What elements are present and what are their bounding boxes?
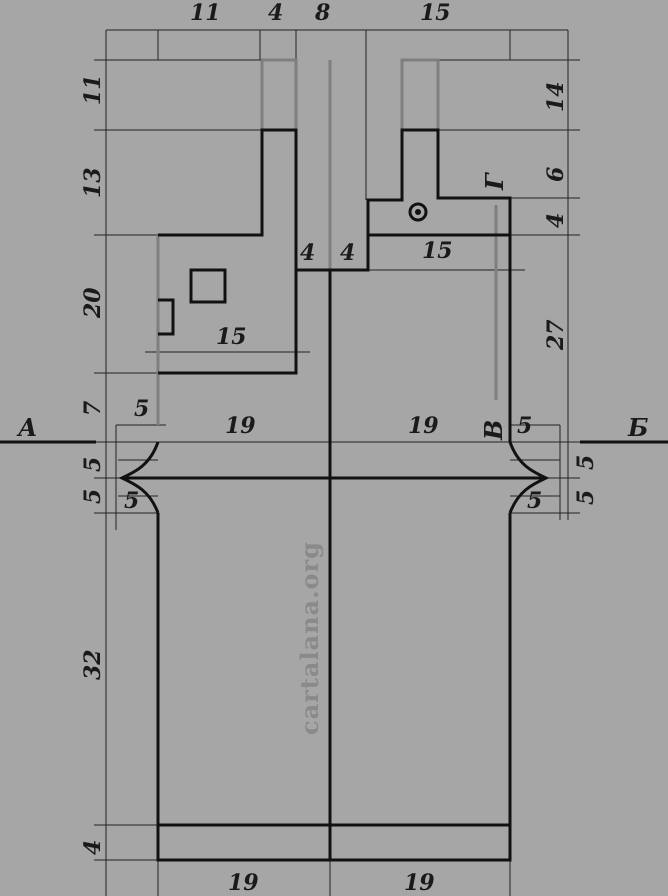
right-dim-6: 6: [543, 167, 569, 182]
label-g: Г: [480, 172, 509, 191]
left-dim-13: 13: [80, 167, 106, 198]
left-dim-11: 11: [80, 74, 106, 105]
right-dim-5a: 5: [573, 455, 599, 470]
button-icon: [408, 202, 428, 222]
top-dim-15: 15: [420, 0, 451, 26]
inner-dim-5-left-top: 5: [134, 396, 149, 422]
inner-dim-19-left: 19: [225, 413, 256, 439]
inner-dim-15-left: 15: [216, 324, 247, 350]
left-dim-7: 7: [80, 400, 106, 416]
label-v: В: [479, 420, 508, 441]
right-dim-14: 14: [543, 81, 569, 112]
label-a: А: [16, 413, 38, 442]
bottom-dim-19-right: 19: [404, 870, 435, 896]
left-dim-4: 4: [80, 840, 106, 855]
right-dim-5b: 5: [573, 490, 599, 505]
inner-dim-5-left-bottom: 5: [124, 488, 139, 514]
grey-marks: [156, 58, 498, 425]
top-dim-11: 11: [190, 0, 221, 26]
left-dim-20: 20: [80, 287, 106, 319]
top-dim-8: 8: [314, 0, 330, 26]
left-dim-5b: 5: [80, 489, 106, 504]
left-dim-32: 32: [80, 649, 106, 680]
watermark: cartalana.org: [295, 541, 324, 735]
right-dim-27: 27: [543, 319, 569, 351]
pattern-outline: [118, 128, 550, 862]
inner-dim-15-right: 15: [422, 238, 453, 264]
inner-dim-4-left: 4: [300, 240, 315, 266]
inner-dim-4-right: 4: [340, 240, 355, 266]
left-dim-5a: 5: [80, 457, 106, 472]
dimension-lines: [94, 29, 580, 896]
right-dim-4: 4: [543, 213, 569, 228]
label-b: Б: [627, 413, 649, 442]
inner-dim-19-right: 19: [408, 413, 439, 439]
bottom-dim-19-left: 19: [228, 870, 259, 896]
inner-dim-5-right-bottom: 5: [527, 488, 542, 514]
inner-dim-5-right-top: 5: [517, 413, 532, 439]
top-dim-4: 4: [268, 0, 283, 26]
